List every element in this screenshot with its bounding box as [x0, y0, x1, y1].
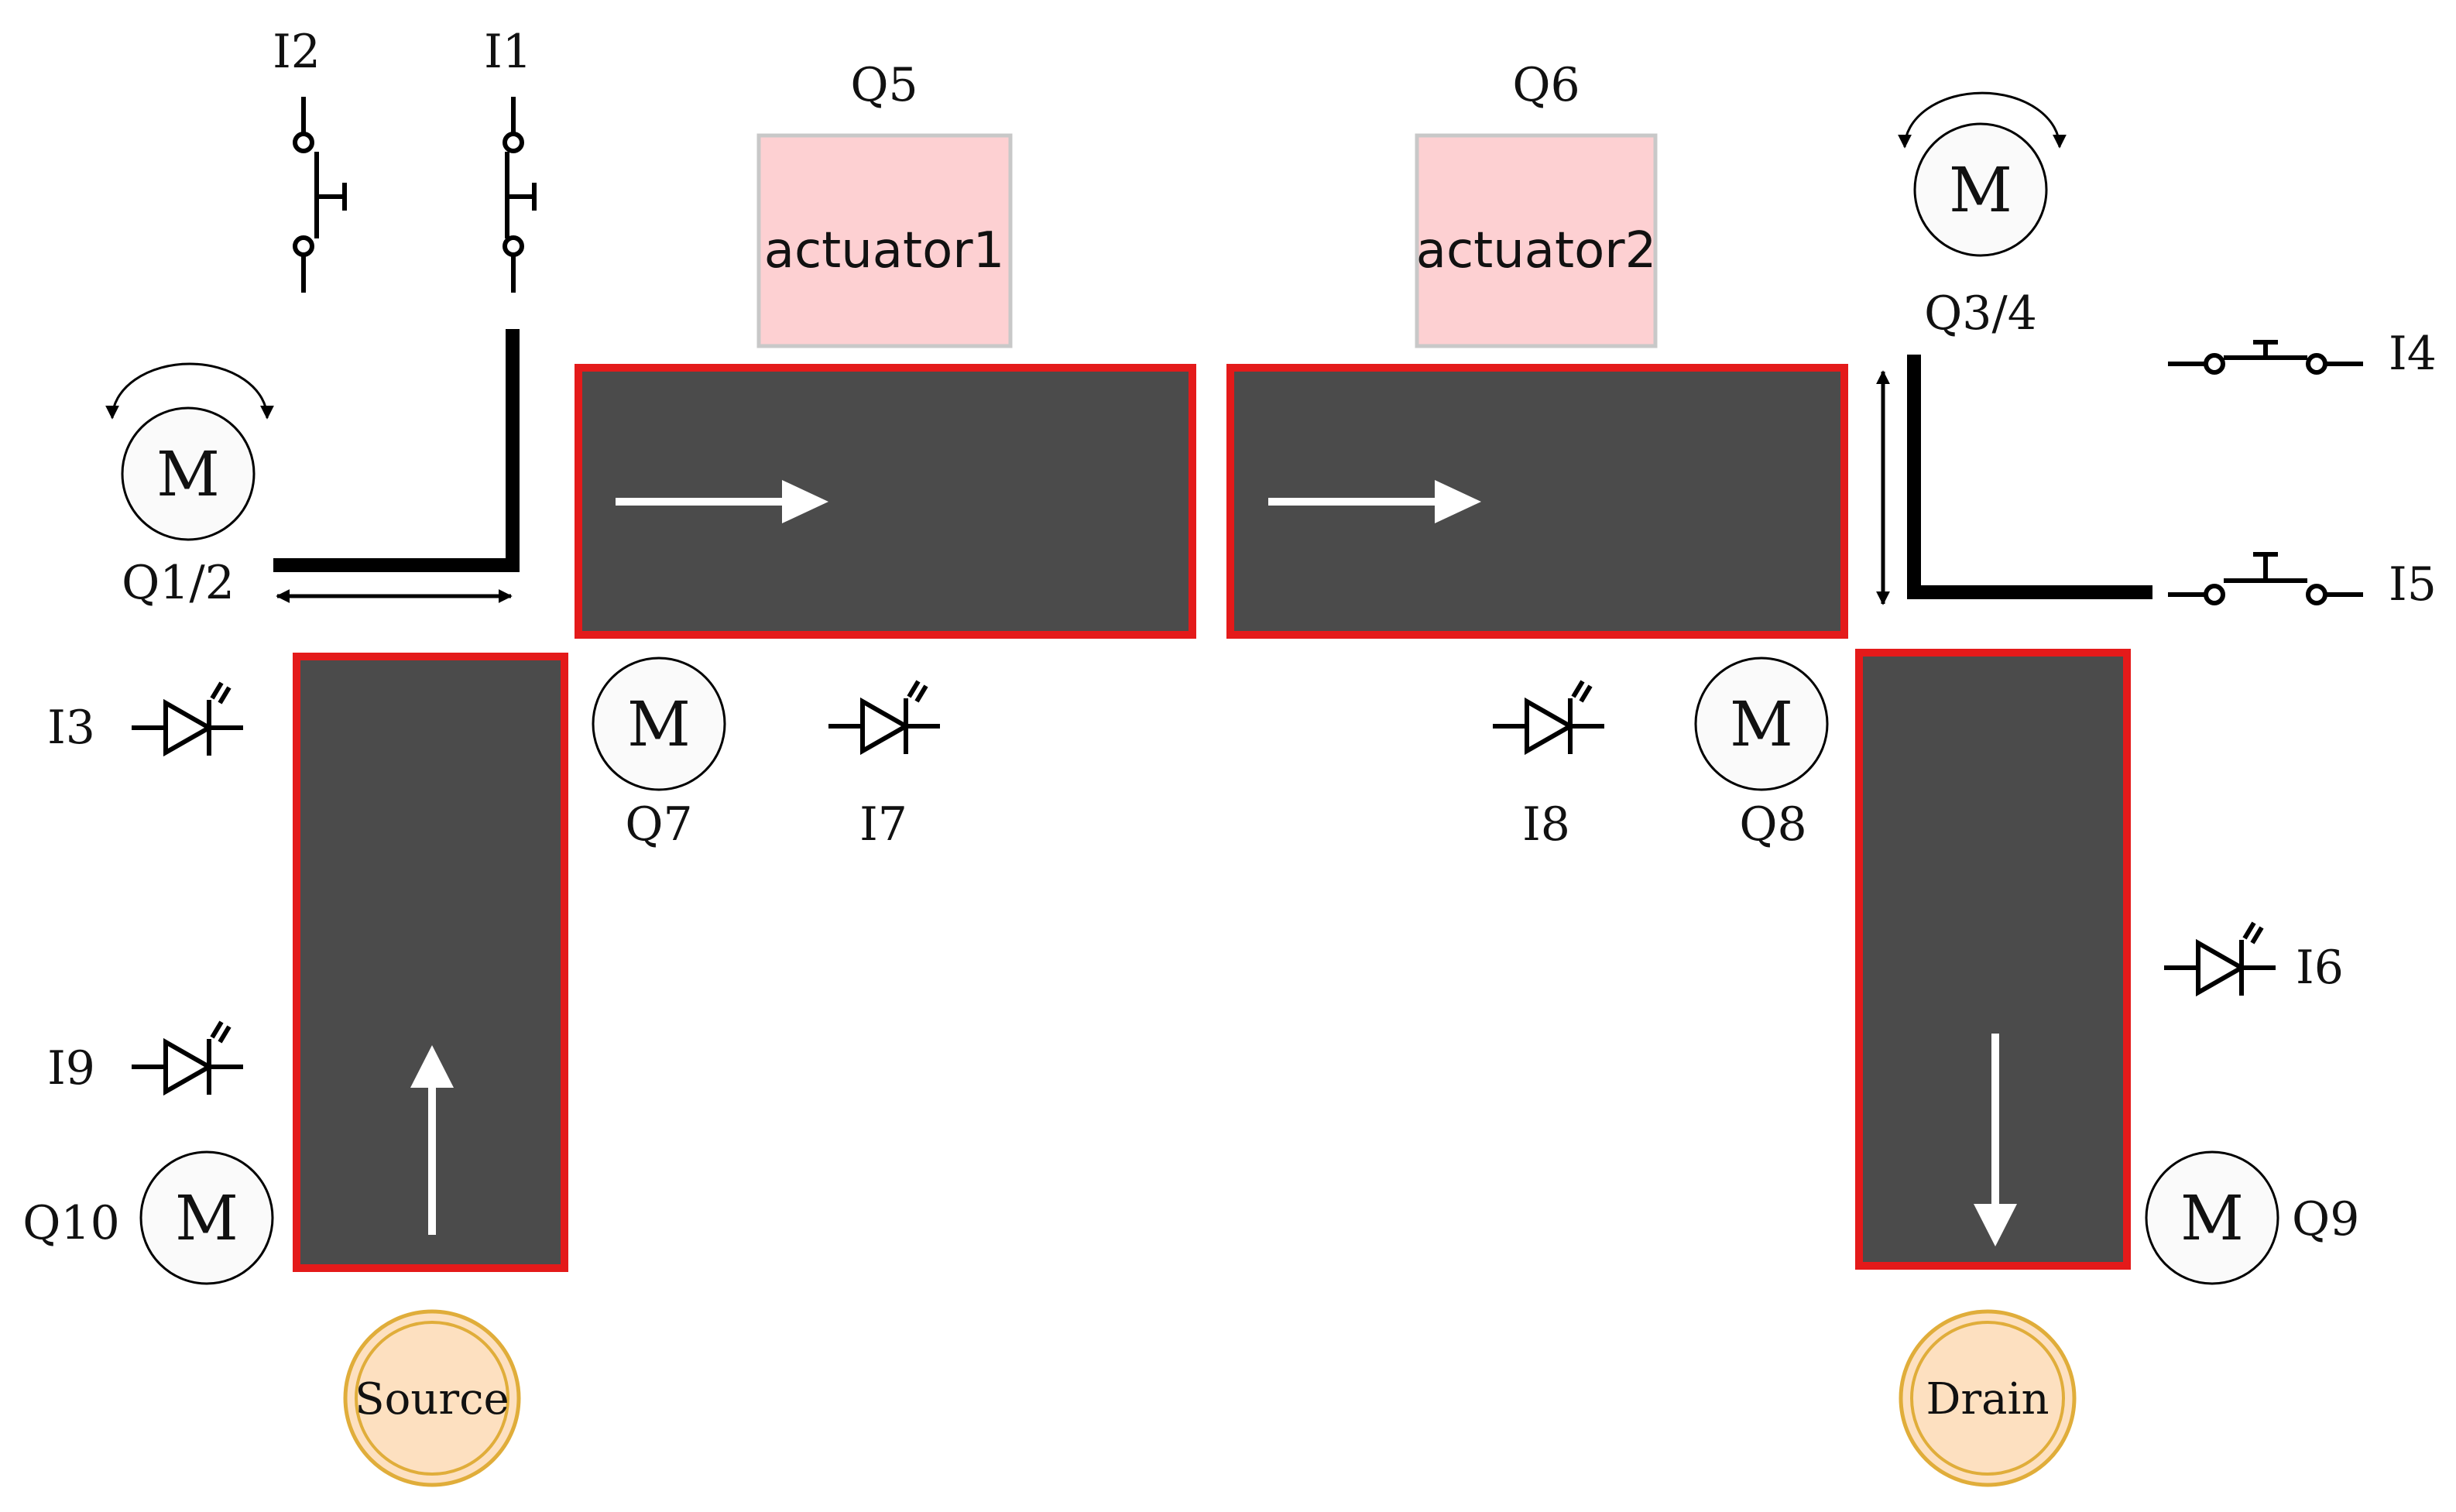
left-pusher	[273, 329, 520, 603]
switch-i1: I1	[484, 25, 537, 293]
motor-q34: M Q3/4	[1898, 91, 2067, 341]
right-pusher	[1876, 355, 2152, 605]
motor-q12: M Q1/2	[105, 362, 274, 610]
flow-arrow-up	[410, 1045, 454, 1235]
actuator-q6-label: Q6	[1512, 58, 1580, 112]
sensor-i9: I9	[47, 1020, 243, 1096]
light-sensor-icon	[828, 680, 940, 756]
switch-i4: I4	[2168, 327, 2437, 381]
switch-i5: I5	[2168, 552, 2437, 612]
motor-q9-label: Q9	[2292, 1192, 2359, 1246]
motor-symbol: M	[175, 1182, 238, 1254]
motor-q7-label: Q7	[625, 797, 692, 852]
motor-symbol: M	[156, 438, 220, 510]
motor-q8-label: Q8	[1739, 797, 1806, 852]
motor-icon: M	[2145, 1150, 2279, 1285]
motor-symbol: M	[1949, 154, 2012, 226]
motor-icon: M	[139, 1150, 274, 1285]
motor-symbol: M	[627, 688, 691, 760]
sensor-i7-label: I7	[859, 797, 907, 852]
switch-i5-label: I5	[2389, 557, 2437, 612]
limit-switch-icon	[2168, 340, 2363, 375]
sensor-i9-label: I9	[47, 1041, 95, 1095]
switch-i2-label: I2	[273, 25, 321, 79]
limit-switch-icon	[503, 97, 537, 293]
flow-arrow-down	[1974, 1034, 2017, 1246]
switch-i1-label: I1	[484, 25, 532, 79]
actuator-q5-label: Q5	[850, 58, 918, 112]
source-node: Source	[343, 1309, 521, 1487]
motor-symbol: M	[2180, 1182, 2244, 1254]
sensor-i6-label: I6	[2296, 941, 2344, 995]
light-sensor-icon	[132, 1020, 243, 1096]
limit-switch-icon	[2168, 552, 2363, 605]
actuator-q6: actuator2 Q6	[1415, 58, 1658, 348]
source-label: Source	[355, 1374, 509, 1425]
sensor-i6: I6	[2164, 921, 2344, 997]
actuator-q5: actuator1 Q5	[756, 58, 1013, 348]
switch-i4-label: I4	[2389, 327, 2437, 381]
motor-q8: M Q8	[1694, 657, 1829, 852]
drain-label: Drain	[1926, 1374, 2049, 1425]
light-sensor-icon	[132, 681, 243, 757]
motor-icon: M	[592, 657, 726, 791]
motor-q10: M Q10	[22, 1150, 274, 1285]
flow-arrow-right-1	[616, 480, 828, 523]
switch-i2: I2	[273, 25, 347, 293]
motor-icon: M	[121, 406, 256, 541]
rotation-arrow-icon	[105, 362, 274, 420]
sensor-i3: I3	[47, 681, 243, 757]
motor-q9: M Q9	[2145, 1150, 2359, 1285]
sensor-i8-label: I8	[1522, 797, 1570, 852]
actuator2-text: actuator2	[1416, 222, 1657, 279]
motor-q34-label: Q3/4	[1924, 286, 2037, 341]
light-sensor-icon	[2164, 921, 2276, 997]
sensor-i3-label: I3	[47, 701, 95, 755]
actuator1-text: actuator1	[764, 222, 1005, 279]
motor-icon: M	[1694, 657, 1829, 791]
sensor-i8: I8	[1493, 680, 1604, 852]
flow-arrow-right-2	[1268, 480, 1481, 523]
motor-symbol: M	[1730, 688, 1793, 760]
rotation-arrow-icon	[1898, 91, 2067, 149]
limit-switch-icon	[293, 97, 347, 293]
light-sensor-icon	[1493, 680, 1604, 756]
drain-node: Drain	[1899, 1309, 2077, 1487]
motor-q10-label: Q10	[22, 1196, 120, 1250]
motor-q7: M Q7	[592, 657, 726, 852]
motor-icon: M	[1913, 122, 2048, 257]
motor-q12-label: Q1/2	[122, 556, 235, 610]
sensor-i7: I7	[828, 680, 940, 852]
